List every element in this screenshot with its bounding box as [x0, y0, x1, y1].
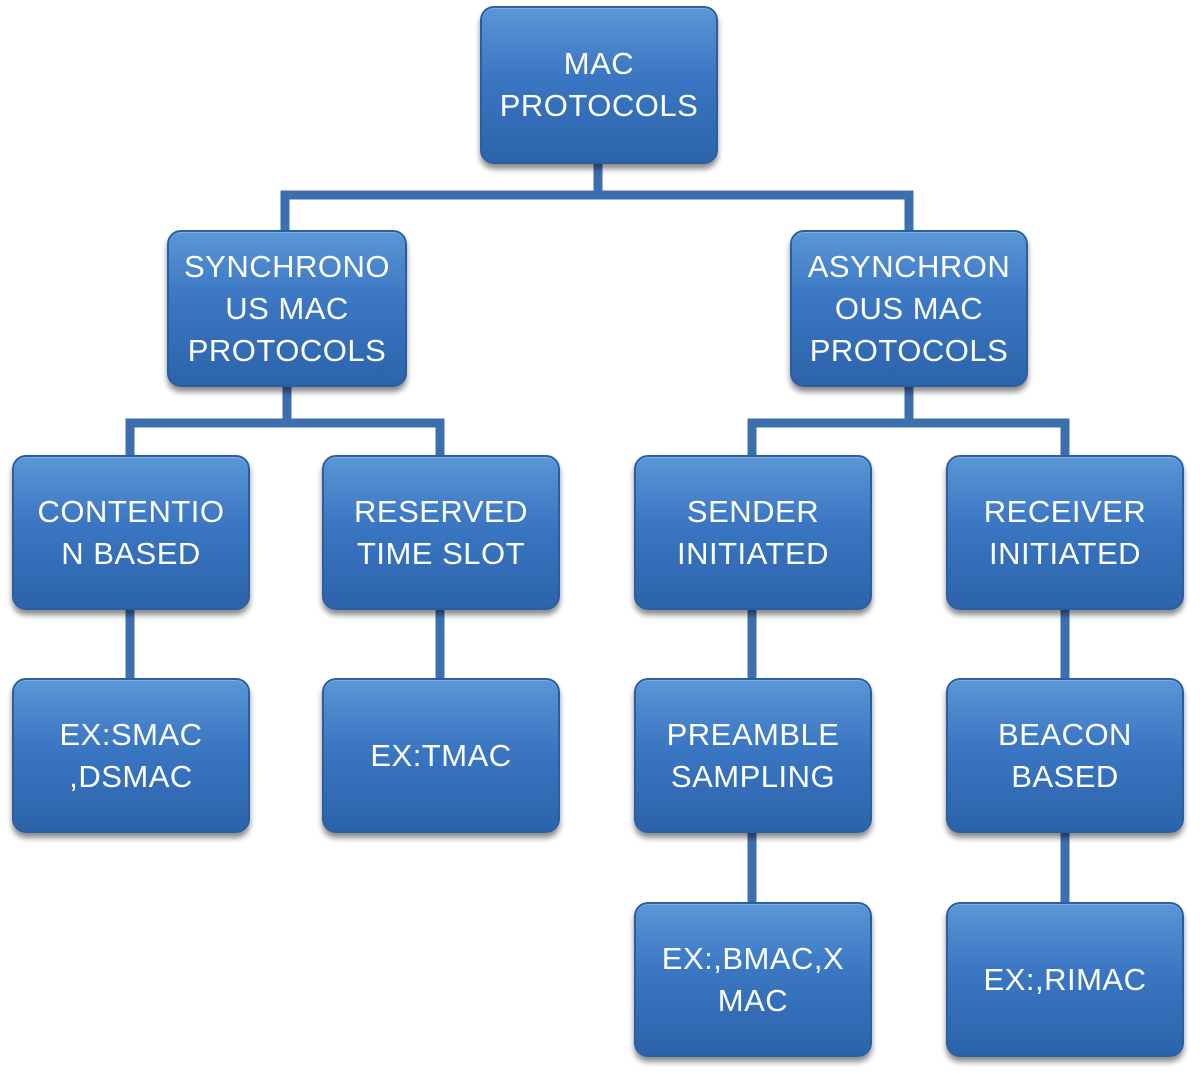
node-label: CONTENTIO N BASED: [37, 493, 225, 571]
node-preamble-sampling: PREAMBLE SAMPLING: [634, 678, 872, 833]
node-sender-initiated: SENDER INITIATED: [634, 455, 872, 610]
node-label: PREAMBLE SAMPLING: [666, 716, 840, 794]
node-synchronous-mac-protocols: SYNCHRONO US MAC PROTOCOLS: [167, 230, 407, 387]
node-label: SENDER INITIATED: [676, 493, 830, 571]
node-reserved-time-slot: RESERVED TIME SLOT: [322, 455, 560, 610]
node-label: EX:,RIMAC: [983, 961, 1147, 997]
node-contention-based: CONTENTIO N BASED: [12, 455, 250, 610]
node-label: RESERVED TIME SLOT: [354, 493, 528, 571]
node-ex-bmac-xmac: EX:,BMAC,X MAC: [634, 902, 872, 1057]
node-receiver-initiated: RECEIVER INITIATED: [946, 455, 1184, 610]
node-beacon-based: BEACON BASED: [946, 678, 1184, 833]
node-mac-protocols: MAC PROTOCOLS: [480, 6, 718, 164]
node-label: ASYNCHRON OUS MAC PROTOCOLS: [807, 248, 1011, 368]
node-label: BEACON BASED: [998, 716, 1132, 794]
node-label: RECEIVER INITIATED: [983, 493, 1147, 571]
node-label: EX:SMAC ,DSMAC: [59, 716, 203, 794]
node-ex-tmac: EX:TMAC: [322, 678, 560, 833]
connector-asynchronous-to-children: [747, 387, 1070, 455]
node-label: SYNCHRONO US MAC PROTOCOLS: [183, 248, 390, 368]
connector-synchronous-to-children: [125, 387, 445, 455]
node-asynchronous-mac-protocols: ASYNCHRON OUS MAC PROTOCOLS: [790, 230, 1028, 387]
connector-root-to-level1: [280, 164, 914, 230]
node-label: EX:,BMAC,X MAC: [661, 940, 845, 1018]
node-ex-smac-dsmac: EX:SMAC ,DSMAC: [12, 678, 250, 833]
node-label: MAC PROTOCOLS: [499, 46, 699, 123]
node-ex-rimac: EX:,RIMAC: [946, 902, 1184, 1057]
node-label: EX:TMAC: [370, 737, 512, 773]
